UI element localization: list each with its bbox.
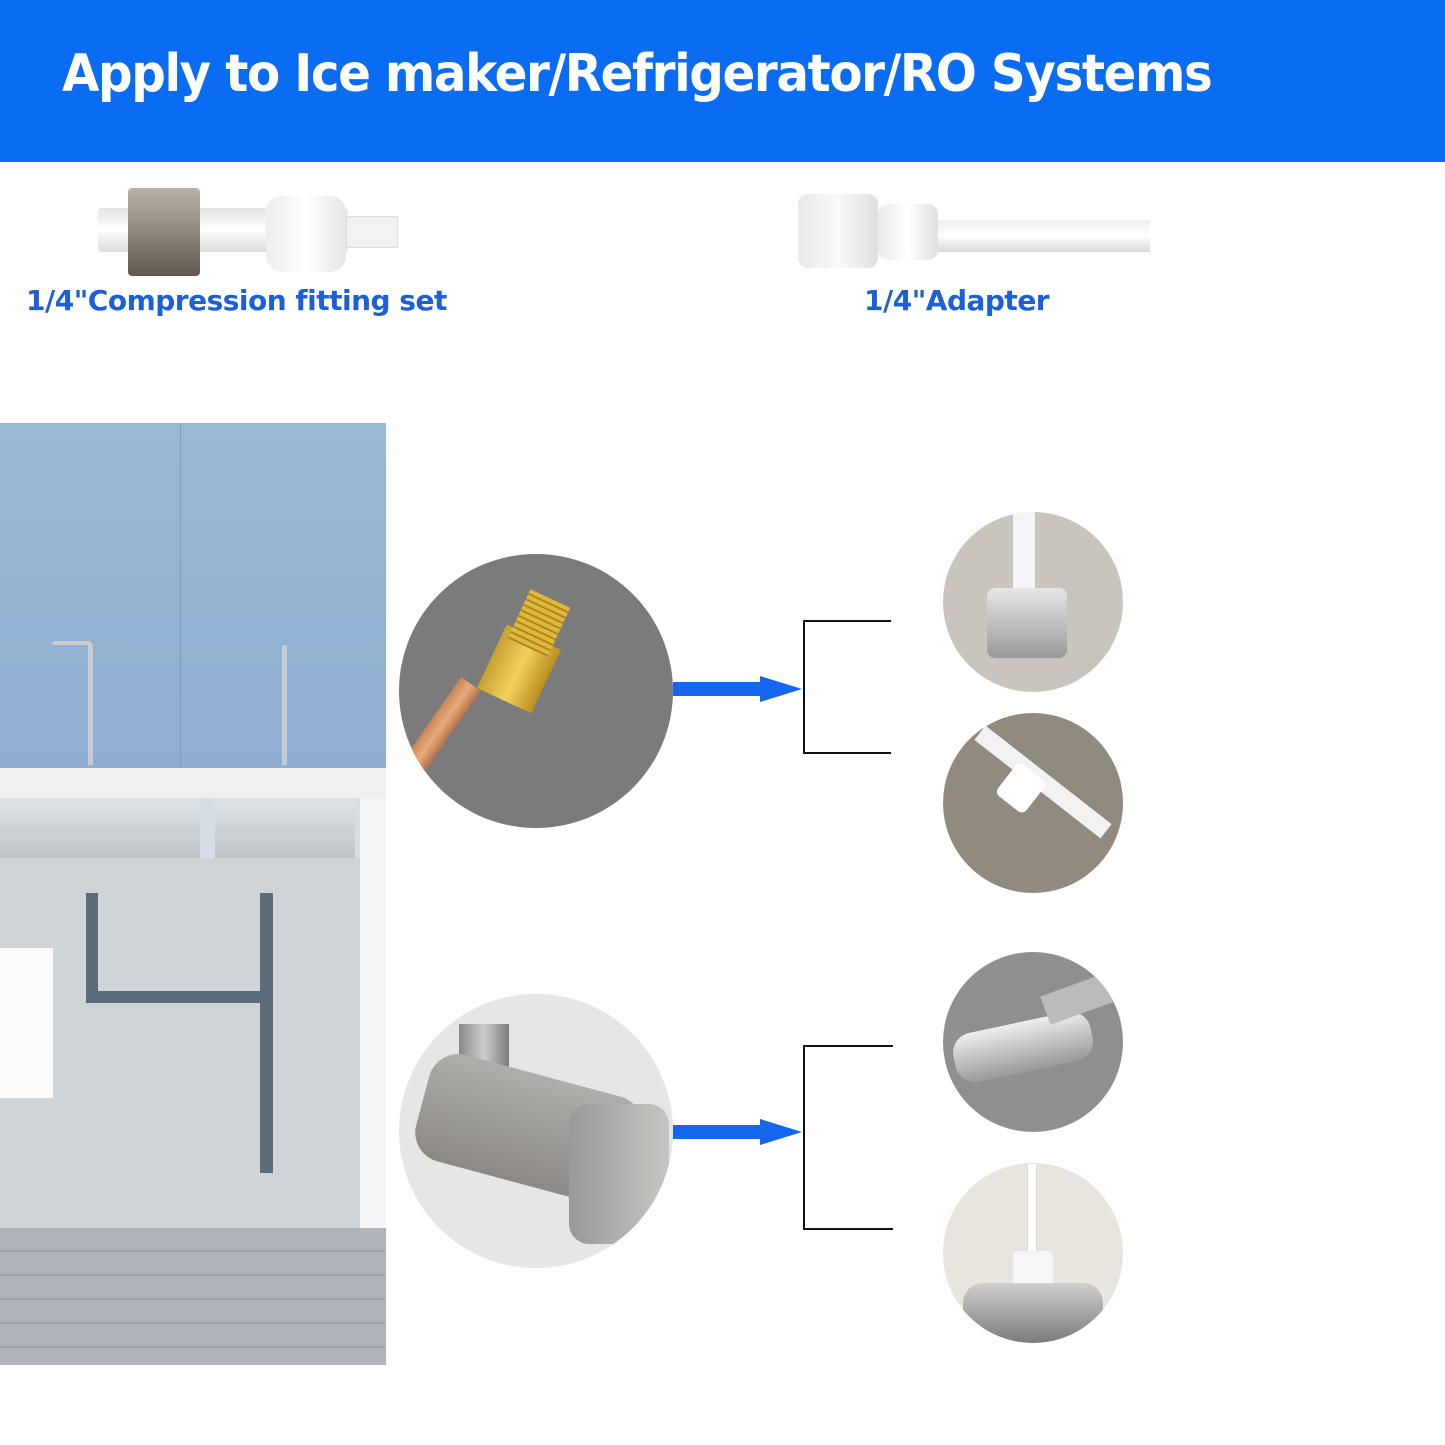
arrow-icon	[673, 682, 763, 696]
angle-valve-image	[399, 994, 673, 1268]
arrow-icon	[673, 1125, 763, 1139]
header-banner: Apply to Ice maker/Refrigerator/RO Syste…	[0, 0, 1445, 162]
page-title: Apply to Ice maker/Refrigerator/RO Syste…	[62, 44, 1213, 104]
brass-compression-fitting-image	[399, 554, 673, 828]
tee-valve-image	[943, 512, 1123, 692]
arrowhead-icon	[760, 676, 802, 702]
compression-fitting-set-image	[98, 188, 403, 278]
adapter-label: 1/4"Adapter	[864, 284, 1050, 317]
faucet-adapter-image	[943, 1163, 1123, 1343]
arrowhead-icon	[760, 1119, 802, 1145]
wrench-install-image	[943, 952, 1123, 1132]
under-sink-installation-image	[0, 423, 386, 1365]
bracket-divider	[803, 1045, 893, 1230]
adapter-connection-image	[943, 713, 1123, 893]
compression-fitting-set-label: 1/4"Compression fitting set	[26, 284, 447, 317]
adapter-image	[798, 192, 1150, 272]
bracket-divider	[803, 620, 891, 754]
